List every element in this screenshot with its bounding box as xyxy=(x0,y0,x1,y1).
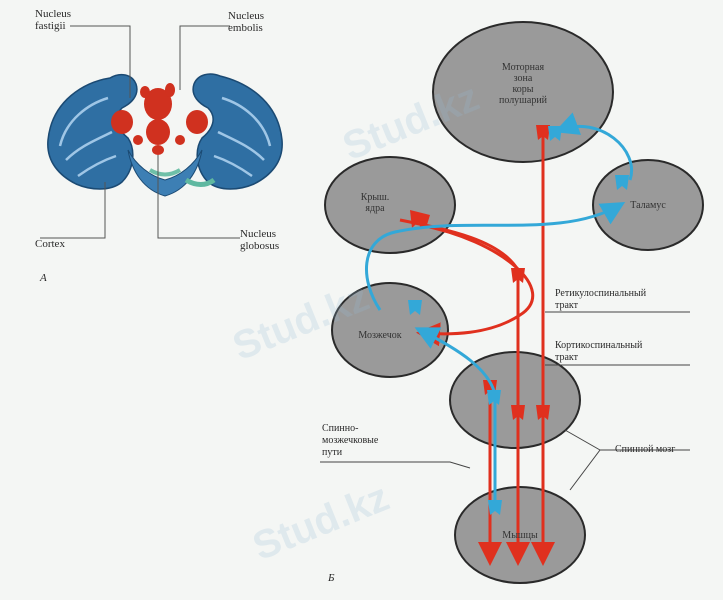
label-reticulospinal: Ретикулоспинальный тракт xyxy=(555,288,647,311)
cerebellum-label: Мозжечок xyxy=(358,330,402,341)
red-synapse-marks xyxy=(410,125,550,420)
panel-b-leaders xyxy=(320,311,690,491)
panel-a-leaders xyxy=(40,25,240,239)
efferent-pathways xyxy=(399,130,555,566)
muscles-label: Мышцы xyxy=(502,530,538,541)
label-spinocerebellar: Спинно- мозжечковые пути xyxy=(322,423,379,458)
panel-a-letter: A xyxy=(40,272,47,284)
blue-synapse-marks xyxy=(408,126,629,515)
right-cortex xyxy=(192,73,283,190)
label-cortex: Cortex xyxy=(35,238,65,250)
label-spinal-cord: Спинной мозг xyxy=(615,444,676,455)
thalamus-label: Таламус xyxy=(630,200,666,211)
nucleus-emboliformis-shape xyxy=(111,110,133,134)
label-nucleus-emboliformis: Nucleus embolis xyxy=(228,10,265,34)
panel-b-letter: Б xyxy=(328,572,335,584)
label-corticospinal: Кортикоспинальный тракт xyxy=(555,340,643,363)
nuclei-label: Крыш. ядра xyxy=(360,192,390,214)
cerebellum-section xyxy=(47,73,283,197)
node-ellipses xyxy=(324,21,704,584)
label-nucleus-globosus: Nucleus globosus xyxy=(240,228,280,252)
spinal-cord-node xyxy=(449,351,581,449)
motor-cortex-label: Моторная зона коры полушарий xyxy=(498,62,548,106)
nucleus-globosus-shape xyxy=(146,119,170,145)
nucleus-fastigii-shape xyxy=(144,88,172,120)
label-nucleus-fastigii: Nucleus fastigii xyxy=(35,8,72,32)
